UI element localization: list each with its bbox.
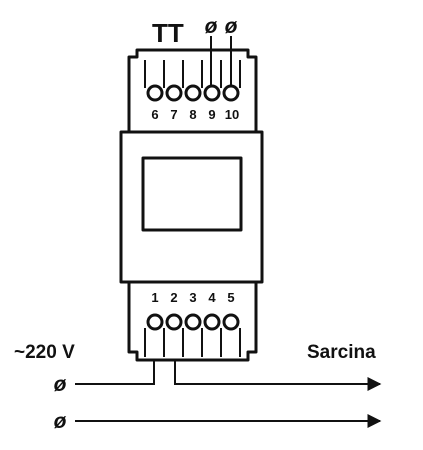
top-phase-symbol-1: ø (205, 15, 218, 38)
bottom-terminal-1 (144, 313, 165, 357)
top-terminal-6 (144, 60, 165, 102)
top-terminal-numbers: 6 7 8 9 10 (151, 107, 239, 122)
display-window (141, 156, 243, 232)
top-terminal-screws (144, 60, 241, 102)
bottom-terminal-screws (144, 313, 241, 357)
neutral-symbol: ø (54, 410, 67, 433)
bottom-terminal-2 (165, 313, 184, 357)
din-rail-device (119, 48, 264, 362)
wire-supply-phase (75, 360, 155, 385)
supply-voltage-label: ~220 V (14, 342, 75, 363)
top-phase-symbol-2: ø (225, 15, 238, 38)
top-terminal-number: 8 (189, 107, 196, 122)
bottom-terminal-number: 3 (189, 290, 196, 305)
top-terminal-number: 7 (170, 107, 177, 122)
wire-load (174, 360, 382, 391)
load-label: Sarcina (307, 342, 376, 363)
supply-phase-symbol: ø (54, 373, 67, 396)
bottom-terminal-number: 4 (208, 290, 216, 305)
bottom-terminal-number: 2 (170, 290, 177, 305)
top-terminal-number: 6 (151, 107, 158, 122)
bottom-terminal-4 (203, 313, 222, 357)
bottom-terminal-number: 5 (227, 290, 234, 305)
top-label: TT (152, 18, 184, 48)
bottom-terminal-block (127, 280, 258, 362)
bottom-terminal-5 (222, 313, 241, 357)
top-terminal-number: 10 (225, 107, 239, 122)
bottom-terminal-numbers: 1 2 3 4 5 (151, 290, 234, 305)
bottom-terminal-number: 1 (151, 290, 158, 305)
top-terminal-8 (182, 60, 203, 102)
bottom-terminal-3 (184, 313, 203, 357)
top-terminal-number: 9 (208, 107, 215, 122)
top-terminal-7 (163, 60, 184, 102)
